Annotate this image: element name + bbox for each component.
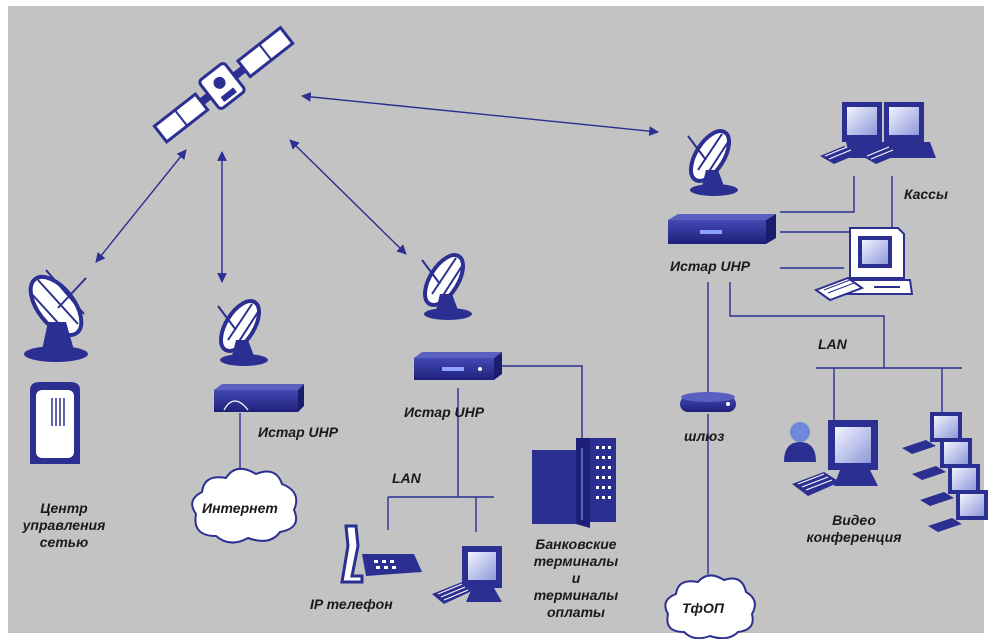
cloud-icon — [191, 467, 298, 544]
label-bank-line-2: терминалы — [533, 553, 619, 569]
label-tfop: ТфОП — [682, 600, 724, 616]
label-center-line-2: управления — [22, 517, 106, 533]
label-istar-right: Истар UHP — [670, 258, 751, 274]
computer-icon — [432, 546, 502, 604]
satellite-links — [95, 92, 659, 283]
computer-icon — [813, 227, 914, 302]
link-sat-right — [301, 92, 659, 136]
cloud-icon — [664, 574, 756, 639]
computer-icon — [902, 412, 988, 532]
link-sat-middle — [289, 139, 407, 255]
label-internet: Интернет — [202, 500, 278, 516]
computer-icon — [862, 102, 936, 164]
computer-icon — [792, 420, 878, 496]
satellite-icon — [152, 25, 295, 145]
label-lan-middle: LAN — [392, 470, 421, 486]
label-center-line-1: Центр — [40, 500, 88, 516]
bank-terminal-icon — [532, 438, 616, 528]
label-center-line-3: сетью — [39, 534, 89, 550]
label-video-line-2: конференция — [806, 529, 902, 545]
label-lan-right: LAN — [818, 336, 847, 352]
label-bank-line-3: и — [571, 570, 581, 586]
ip-phone-icon — [340, 524, 422, 584]
computer-icon — [820, 102, 894, 164]
satellite-dish-icon — [687, 129, 738, 196]
label-istar-middle: Истар UHP — [404, 404, 485, 420]
label-video-line-1: Видео — [832, 512, 876, 528]
modem-icon — [214, 384, 304, 412]
link-sat-center — [95, 149, 187, 263]
label-bank-line-5: оплаты — [546, 604, 605, 620]
network-lines — [239, 176, 962, 574]
satellite-dish-icon — [24, 269, 88, 362]
label-bank-line-1: Банковские — [535, 536, 617, 552]
router-icon — [680, 392, 736, 412]
server-cabinet-icon — [30, 382, 80, 464]
label-istar-left: Истар UHP — [258, 424, 339, 440]
label-ip-phone: IP телефон — [310, 596, 393, 612]
label-video: Видео конференция — [794, 512, 914, 546]
satellite-dish-icon — [217, 299, 268, 366]
satellite-dish-icon — [421, 253, 472, 320]
modem-icon — [668, 214, 776, 244]
label-kassy: Кассы — [904, 186, 948, 202]
user-icon — [784, 422, 816, 462]
label-center: Центр управления сетью — [10, 500, 118, 551]
modem-icon — [414, 352, 502, 380]
label-bank: Банковские терминалы и терминалы оплаты — [514, 536, 638, 621]
label-bank-line-4: терминалы — [533, 587, 619, 603]
label-gateway: шлюз — [684, 428, 725, 444]
